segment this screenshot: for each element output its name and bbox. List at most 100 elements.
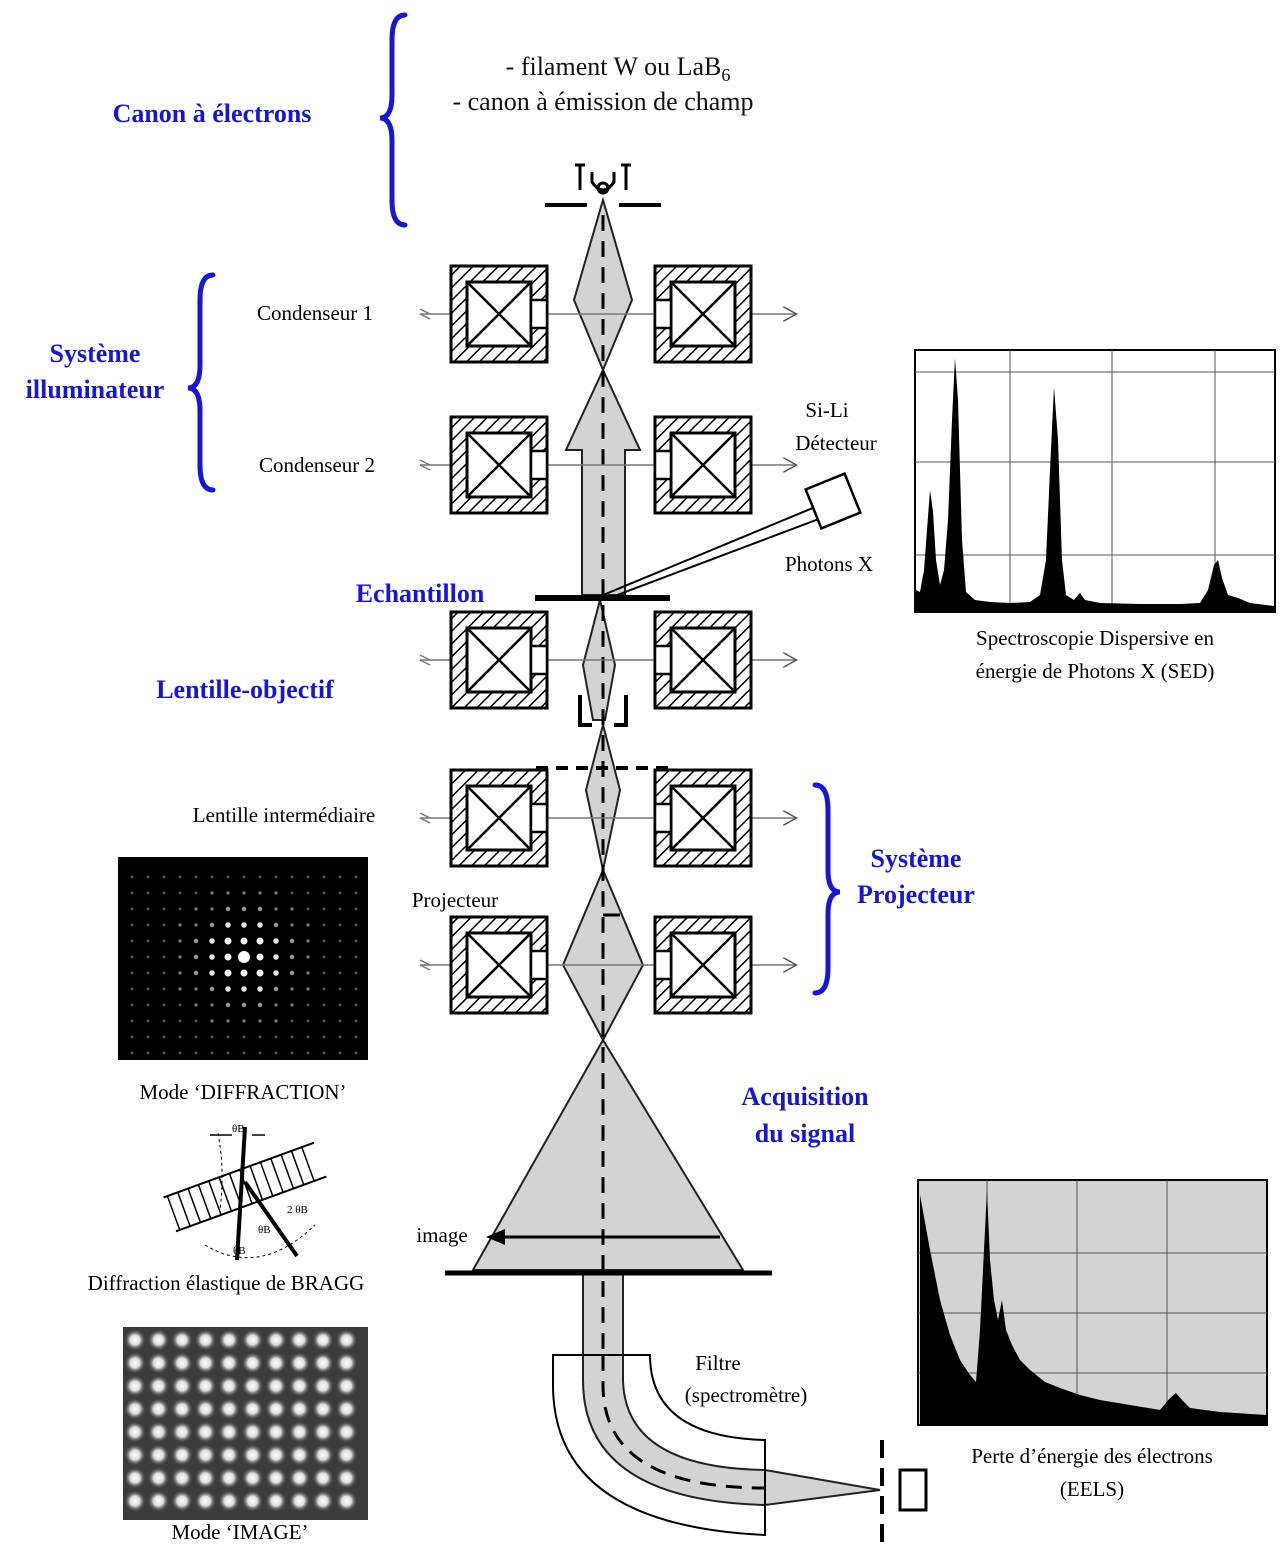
lattice-spot: [241, 1352, 264, 1374]
diffraction-spot: [193, 954, 199, 960]
diffraction-spot: [146, 971, 150, 975]
diffraction-spot: [162, 1019, 166, 1023]
diffraction-spot: [257, 986, 263, 992]
diffraction-spot: [178, 1035, 182, 1039]
lattice-spot: [218, 1490, 240, 1512]
lattice-spot: [312, 1375, 334, 1397]
diffraction-spot: [193, 938, 199, 944]
bragg-plane-rung: [301, 1146, 315, 1182]
diffraction-spot: [194, 1019, 198, 1023]
eels-spectrum-curve: [920, 1190, 1266, 1425]
diffraction-spot: [162, 1003, 166, 1007]
diffraction-spot: [306, 939, 310, 943]
diffraction-spot: [210, 891, 214, 895]
bragg-diagram: [163, 1126, 327, 1261]
gun-line2: - canon à émission de champ: [452, 87, 753, 116]
photons-label: Photons X: [785, 552, 873, 576]
diffraction-spot: [194, 1035, 198, 1039]
image-arrowhead: [486, 1229, 505, 1245]
exit-beam: [764, 1468, 881, 1507]
diffraction-spot: [130, 875, 134, 879]
eels-caption-1: Perte d’énergie des électrons: [971, 1444, 1213, 1468]
lattice-spot: [194, 1375, 217, 1397]
diffraction-spot: [242, 875, 246, 879]
lattice-spot: [335, 1375, 358, 1397]
lattice-spot: [218, 1398, 240, 1420]
illuminator-title-1: Système: [50, 339, 141, 368]
lattice-spot: [265, 1444, 287, 1466]
objective-field-arrow-left-a: [419, 654, 431, 661]
lattice-spot: [288, 1467, 311, 1489]
image-plane-label: image: [416, 1223, 467, 1247]
diffraction-spot: [210, 907, 214, 911]
lattice-spot: [171, 1444, 193, 1466]
projector-lens-right: [653, 915, 753, 1015]
condenser1-label: Condenseur 1: [257, 301, 373, 325]
diffraction-spot: [274, 1019, 278, 1023]
eds-caption-1: Spectroscopie Dispersive en: [976, 626, 1214, 650]
objective-label: Lentille-objectif: [156, 675, 334, 704]
projector-system-title-1: Système: [871, 844, 962, 873]
diffraction-spot: [224, 969, 232, 977]
specimen-plane: [535, 504, 825, 601]
lattice-spot: [218, 1421, 240, 1443]
diffraction-spot: [146, 907, 150, 911]
diffraction-spot: [242, 1035, 246, 1039]
diffraction-spot: [238, 951, 250, 963]
diffraction-spot: [290, 1035, 294, 1039]
lattice-spot: [171, 1467, 193, 1489]
lattice-spot: [124, 1329, 146, 1351]
bragg-plane-rung: [290, 1150, 305, 1186]
diffraction-spot: [194, 1003, 198, 1007]
lattice-spot: [265, 1467, 287, 1489]
diffraction-spot: [306, 1019, 310, 1023]
lattice-spot: [288, 1375, 311, 1397]
diffraction-spot: [306, 891, 310, 895]
lattice-spot: [124, 1490, 146, 1512]
diffraction-spot: [242, 1051, 246, 1055]
diffraction-spot: [322, 1019, 326, 1023]
lattice-spot: [265, 1352, 287, 1374]
lattice-spot: [265, 1490, 287, 1512]
diffraction-spot: [210, 1019, 214, 1023]
bragg-plane-rung: [218, 1177, 233, 1212]
diffraction-spot: [354, 923, 358, 927]
lattice-spot: [335, 1490, 358, 1512]
lattice-spot: [335, 1444, 358, 1466]
gun-brace: [379, 12, 408, 228]
diffraction-spot: [146, 923, 150, 927]
hrtem-lattice-spots: [124, 1329, 358, 1512]
diffraction-spot: [322, 907, 326, 911]
diffraction-spot: [322, 1035, 326, 1039]
diffraction-spot: [178, 891, 182, 895]
condenser-2-lens-left: [449, 415, 549, 515]
diffraction-spot: [209, 986, 215, 992]
bragg-plane-rung: [197, 1184, 212, 1219]
diffraction-spot: [146, 955, 150, 959]
diffraction-spot: [178, 1051, 182, 1055]
condenser-2-field-arrow-left-b: [419, 464, 431, 471]
projector-field-arrow-left-b: [419, 964, 431, 971]
diffraction-spot: [193, 970, 199, 976]
lattice-spot: [312, 1398, 334, 1420]
diffraction-spot: [162, 1051, 166, 1055]
diffraction-spot: [338, 1003, 342, 1007]
lattice-spot: [241, 1375, 264, 1397]
diffraction-spot: [322, 939, 326, 943]
diffraction-spot: [225, 922, 231, 928]
diffraction-spot: [226, 891, 230, 895]
bragg-two-theta: 2 θB: [287, 1204, 308, 1216]
diffraction-spot: [322, 923, 326, 927]
diffraction-spot: [194, 987, 198, 991]
condenser-2-field-arrow-left-a: [419, 459, 431, 466]
lattice-spot: [335, 1421, 358, 1443]
diffraction-spot: [194, 1051, 198, 1055]
diffraction-spot: [306, 1003, 310, 1007]
electron-gun-icon: [545, 163, 661, 207]
diffraction-spot: [274, 1035, 278, 1039]
diffraction-spot: [225, 986, 231, 992]
lattice-spot: [147, 1421, 170, 1443]
lattice-spot: [218, 1444, 240, 1466]
diffraction-spot: [354, 939, 358, 943]
